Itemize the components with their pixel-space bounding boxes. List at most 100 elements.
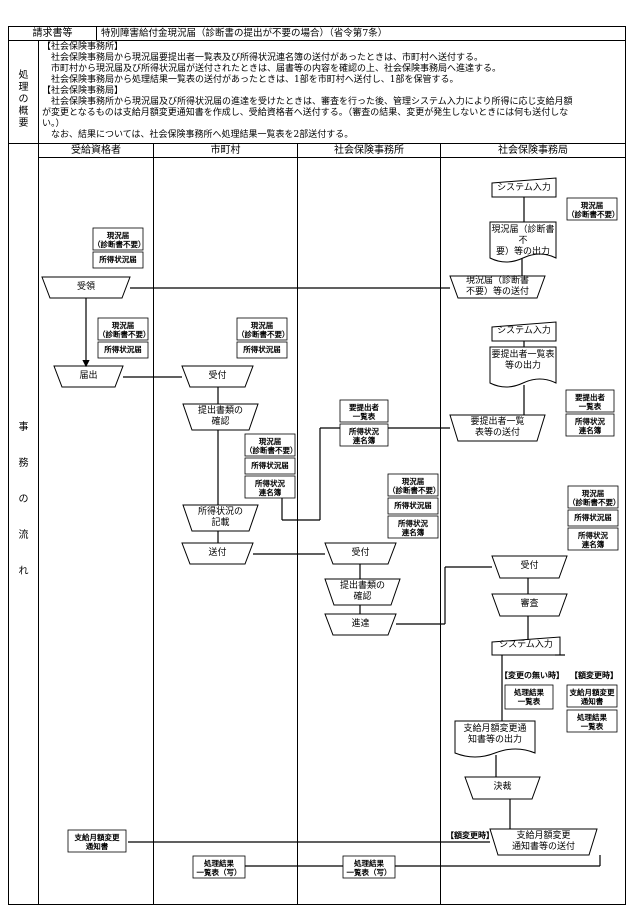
city-send-label: 送付 xyxy=(208,548,227,558)
sys3-label: システム入力 xyxy=(499,640,553,650)
doc-income-person-1 xyxy=(92,251,144,269)
genkyo-send-label: 現況届（診断書 不要）等の送付 xyxy=(465,276,529,297)
bureau-notice-output xyxy=(454,720,536,758)
doc-income-text: 所得状況届 xyxy=(99,255,137,264)
doc-incomelist-text: 所得状況 連名簿 xyxy=(578,531,608,549)
doc-reqlist-text: 要提出者 一覧表 xyxy=(575,393,605,411)
bureau-recv-label: 受付 xyxy=(520,561,539,571)
sys2-label: システム入力 xyxy=(497,326,551,336)
lane-header-person: 受給資格者 xyxy=(71,145,121,156)
doc-incomelist-office xyxy=(387,515,439,539)
doc-genkyo-text: 現況届 （診断書不要） xyxy=(568,489,621,507)
summary-line: 社会保険事務局から処理結果一覧表の送付があったときは、1部を市町村へ送付し、1部… xyxy=(42,75,459,85)
doc-reqlist-bureau xyxy=(565,389,615,413)
doc-notice-person xyxy=(67,829,127,853)
city-receive xyxy=(181,365,254,388)
summary-line: 【社会保険事務局】 xyxy=(42,86,124,96)
doc-reqlist-office xyxy=(339,399,389,423)
summary-side-label: 処理の概要 xyxy=(18,70,29,129)
doc-result-copy-text: 処理結果 一覧表（写） xyxy=(346,859,392,877)
doc-income-office xyxy=(387,497,439,515)
city-check xyxy=(182,403,259,431)
doc-incomelist-bureau xyxy=(565,413,615,437)
office-check-label: 提出書類の 確認 xyxy=(339,581,385,602)
doc-notice-bureau xyxy=(566,684,618,708)
office-forward xyxy=(324,613,397,636)
doc-notice-text: 支給月額変更 通知書 xyxy=(74,833,120,851)
doc-result-copy-text: 処理結果 一覧表（写） xyxy=(196,859,242,877)
doc-genkyo-bureau xyxy=(566,197,618,221)
doc-income-person-2 xyxy=(97,341,149,359)
tag-no-change: 【変更の無い時】 xyxy=(500,670,564,680)
summary-line: が変更となるものは支給月額変更通知書を作成し、受給資格者へ送付する。（審査の結果… xyxy=(42,108,569,118)
person-submit xyxy=(53,365,124,388)
header-label: 請求書等 xyxy=(32,28,73,39)
city-recv-label: 受付 xyxy=(208,371,227,381)
office-forward-label: 進達 xyxy=(351,619,370,629)
doc-genkyo-text: 現況届 （診断書不要） xyxy=(388,477,441,495)
summary-line: なお、結果については、社会保険事務所へ処理結果一覧表を2部送付する。 xyxy=(42,130,354,140)
doc-incomelist-text: 所得状況 連名簿 xyxy=(255,479,285,497)
bureau-review xyxy=(491,593,568,617)
doc-income-bureau-2 xyxy=(567,509,619,527)
office-check xyxy=(324,578,401,606)
doc-income-text: 所得状況届 xyxy=(251,461,289,470)
doc-result-bureau-2 xyxy=(566,709,618,733)
doc-genkyo-text: 現況届 （診断書不要） xyxy=(93,231,146,249)
doc-income-city-1 xyxy=(236,341,288,359)
summary-line: 社会保険事務所から現況届及び所得状況届の進達を受けたときは、審査を行った後、管理… xyxy=(42,97,573,107)
lane-header-city: 市町村 xyxy=(210,145,241,156)
doc-result-bureau xyxy=(504,684,554,710)
summary-line: 【社会保険事務所】 xyxy=(42,42,124,52)
doc-genkyo-text: 現況届 （診断書不要） xyxy=(237,321,290,339)
doc-genkyo-text: 現況届 （診断書不要） xyxy=(98,321,151,339)
bureau-system-input-1 xyxy=(491,177,557,198)
summary-body: 【社会保険事務所】 社会保険事務局から現況届要提出者一覧表及び所得状況連名簿の送… xyxy=(42,42,622,141)
doc-result-text: 処理結果 一覧表 xyxy=(577,713,607,731)
bureau-list-send xyxy=(449,414,546,442)
city-send xyxy=(181,542,254,565)
doc-income-text: 所得状況届 xyxy=(574,513,612,522)
bureau-genkyo-output xyxy=(489,221,557,263)
doc-notice-text: 支給月額変更 通知書 xyxy=(569,688,615,706)
list-send-label: 要提出者一覧 表等の送付 xyxy=(470,417,525,438)
bureau-system-input-2 xyxy=(491,321,557,342)
doc-genkyo-city-1 xyxy=(236,317,288,341)
bureau-receive xyxy=(491,555,568,579)
doc-genkyo-person-2 xyxy=(97,317,149,341)
doc-genkyo-text: 現況届 （診断書不要） xyxy=(245,437,298,455)
doc-genkyo-person-1 xyxy=(92,227,144,251)
summary-line: い。） xyxy=(42,119,65,129)
doc-genkyo-bureau-2 xyxy=(567,485,619,509)
bureau-genkyo-send xyxy=(449,275,546,299)
notice-out-label: 支給月額変更通 知書等の出力 xyxy=(463,724,527,745)
doc-result-copy-city xyxy=(192,855,246,879)
doc-result-text: 処理結果 一覧表 xyxy=(514,688,544,706)
sys1-label: システム入力 xyxy=(497,183,551,193)
doc-genkyo-city-2 xyxy=(244,433,296,457)
doc-incomelist-text: 所得状況 連名簿 xyxy=(349,427,379,445)
doc-incomelist-text: 所得状況 連名簿 xyxy=(398,519,428,537)
tag-on-change-2: 【額変更時】 xyxy=(446,830,494,840)
doc-incomelist-text: 所得状況 連名簿 xyxy=(575,417,605,435)
bureau-approve xyxy=(464,776,541,800)
doc-genkyo-text: 現況届 （診断書不要） xyxy=(567,201,620,219)
doc-reqlist-text: 要提出者 一覧表 xyxy=(349,403,379,421)
lane-header-bureau: 社会保険事務局 xyxy=(498,145,568,156)
bureau-notice-send xyxy=(489,828,598,856)
flow-side-label: 事務の流れ xyxy=(18,422,29,577)
submit-label: 届出 xyxy=(79,371,98,381)
summary-line: 社会保険事務局から現況届要提出者一覧表及び所得状況連名簿の送付があったときは、市… xyxy=(42,53,484,63)
doc-incomelist-office xyxy=(339,423,389,447)
summary-line: 市町村から現況届及び所得状況届が送付されたときは、届書等の内容を確認の上、社会保… xyxy=(42,64,502,74)
doc-income-text: 所得状況届 xyxy=(243,345,281,354)
tag-on-change: 【額変更時】 xyxy=(570,670,618,680)
doc-income-city-2 xyxy=(244,457,296,475)
doc-incomelist-bureau-2 xyxy=(567,527,619,551)
doc-incomelist-city-2 xyxy=(244,475,296,499)
lane-header-office: 社会保険事務所 xyxy=(334,145,404,156)
notice-send-label: 支給月額変更 通知書等の送付 xyxy=(511,831,575,852)
city-check-label: 提出書類の 確認 xyxy=(197,406,243,427)
receive-label: 受領 xyxy=(76,282,95,292)
header-value: 特別障害給付金現況届（診断書の提出が不要の場合）（省令第7条） xyxy=(101,28,388,39)
